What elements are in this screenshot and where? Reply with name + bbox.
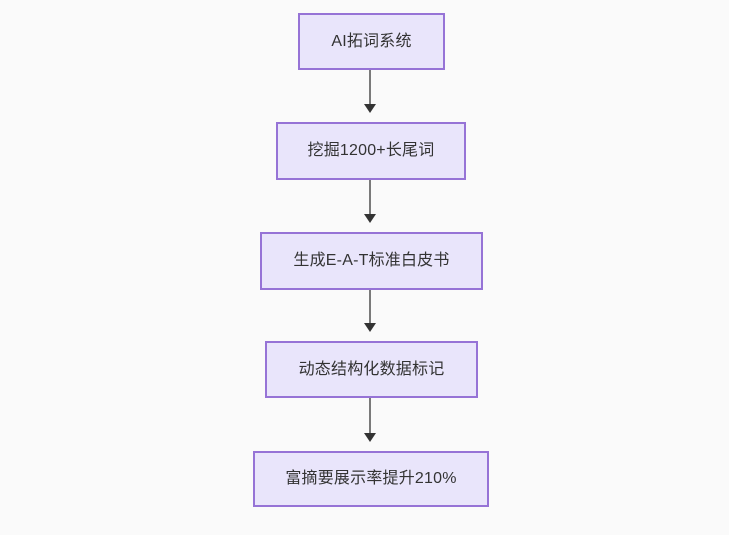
flow-edge-4 — [369, 398, 371, 434]
arrow-down-icon — [364, 323, 376, 332]
flow-node-label: AI拓词系统 — [331, 32, 412, 50]
flow-node-label: 动态结构化数据标记 — [298, 360, 445, 378]
flow-node-label: 挖掘1200+长尾词 — [307, 142, 435, 160]
flow-edge-1 — [369, 70, 371, 105]
flow-node-longtail-keywords[interactable]: 挖掘1200+长尾词 — [276, 122, 466, 180]
flow-node-structured-data-markup[interactable]: 动态结构化数据标记 — [265, 341, 478, 398]
flow-node-rich-snippet-result[interactable]: 富摘要展示率提升210% — [253, 451, 489, 507]
arrow-down-icon — [364, 214, 376, 223]
flow-node-label: 生成E-A-T标准白皮书 — [293, 252, 450, 270]
flow-edge-3 — [369, 290, 371, 324]
flow-node-ai-keyword-system[interactable]: AI拓词系统 — [298, 13, 445, 70]
flow-node-eat-whitepaper[interactable]: 生成E-A-T标准白皮书 — [260, 232, 483, 290]
flow-edge-2 — [369, 180, 371, 215]
arrow-down-icon — [364, 433, 376, 442]
arrow-down-icon — [364, 104, 376, 113]
flow-node-label: 富摘要展示率提升210% — [285, 470, 457, 488]
